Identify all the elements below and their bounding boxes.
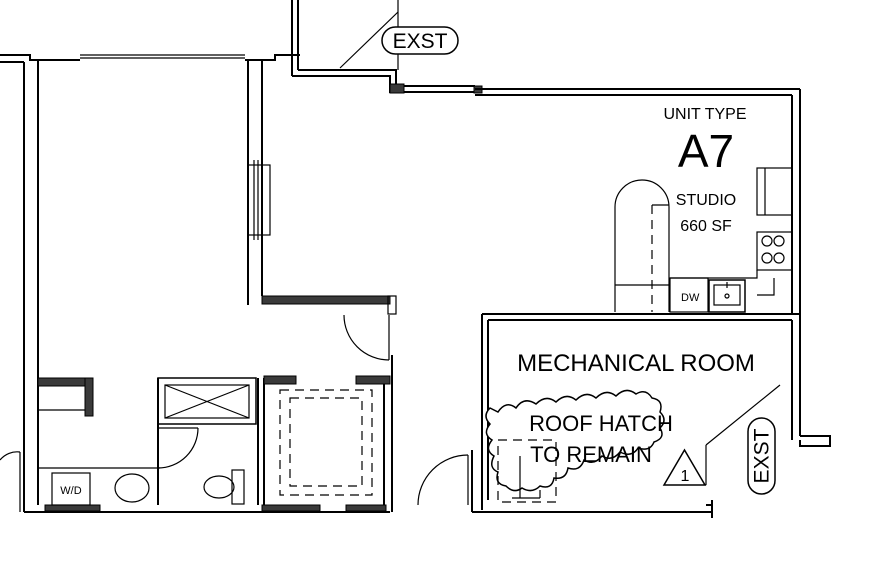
wd-label: W/D (60, 485, 81, 497)
top-exst-block: EXST (291, 0, 483, 94)
unit-area: 660 SF (680, 218, 732, 235)
revision-triangle: 1 (662, 448, 707, 486)
exst-tag-top: EXST (381, 26, 459, 55)
unit-kind: STUDIO (676, 192, 736, 209)
roof-hatch-line2: TO REMAIN (530, 442, 652, 467)
dw-label: DW (681, 292, 700, 304)
left-unit: W/D (0, 54, 397, 513)
roof-hatch-cloud: ROOF HATCH TO REMAIN (485, 389, 673, 503)
exst-tag-right: EXST (747, 417, 776, 495)
mechanical-room: MECHANICAL ROOM EXST 1 (417, 313, 831, 518)
revision-number: 1 (681, 468, 690, 485)
unit-type-label: UNIT TYPE (664, 106, 747, 123)
unit-code: A7 (678, 125, 734, 177)
exst-tag-right-text: EXST (751, 428, 774, 483)
exst-tag-top-text: EXST (393, 30, 448, 53)
roof-hatch-line1: ROOF HATCH (529, 411, 673, 436)
mechanical-room-label: MECHANICAL ROOM (517, 350, 755, 377)
unit-a7: UNIT TYPE A7 STUDIO 660 SF DW (475, 88, 801, 320)
